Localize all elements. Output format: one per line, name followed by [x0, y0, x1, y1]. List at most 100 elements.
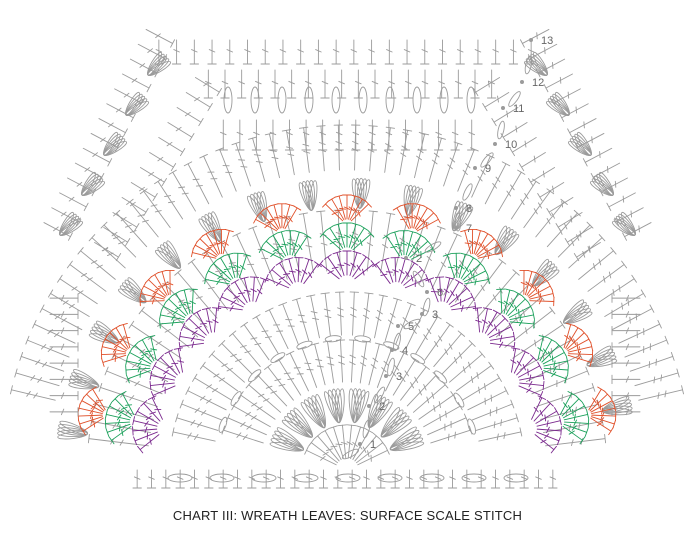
base-stitch-symbol [392, 356, 420, 396]
frame-stitch-symbol [287, 69, 297, 99]
frame-stitch-symbol [235, 119, 245, 151]
scale-stitch-symbol [561, 395, 583, 417]
scale-stitch-symbol [536, 431, 561, 446]
base-stitch-symbol [264, 132, 280, 179]
scale-stitch-symbol [104, 418, 130, 429]
chain-oval-symbol [377, 473, 403, 483]
scale-stitch-symbol [138, 337, 155, 362]
frame-stitch-symbol [145, 28, 176, 48]
base-stitch-symbol [225, 413, 267, 436]
chain-oval-symbol [373, 386, 386, 404]
scale-stitch-symbol [518, 361, 543, 378]
base-stitch-symbol [335, 339, 346, 383]
base-stitch-symbol [587, 260, 628, 292]
base-stitch-symbol [531, 366, 590, 395]
scale-stitch-symbol [568, 349, 594, 360]
base-stitch-symbol [298, 212, 314, 274]
frame-stitch-symbol [400, 119, 411, 151]
frame-stitch-symbol [237, 69, 247, 99]
chain-oval-symbol [422, 297, 431, 317]
base-stitch-symbol [297, 346, 318, 388]
scale-stitch-symbol [536, 426, 562, 436]
frame-stitch-symbol [611, 309, 641, 320]
puff-stitch-symbol [412, 86, 422, 114]
frame-stitch-symbol [74, 162, 105, 182]
base-stitch-symbol [443, 141, 463, 187]
chain-oval-symbol [167, 473, 193, 483]
scale-stitch-symbol [507, 295, 529, 317]
scale-stitch-symbol [239, 276, 251, 302]
scale-stitch-symbol [559, 391, 576, 416]
frame-stitch-symbol [387, 69, 397, 99]
base-stitch-symbol [93, 399, 154, 420]
scale-stitch-symbol [536, 416, 562, 428]
frame-stitch-symbol [337, 69, 347, 99]
scale-stitch-symbol [460, 255, 478, 279]
scale-stitch-symbol [472, 307, 482, 333]
row-number-label: 3 [432, 309, 438, 321]
scale-stitch-symbol [516, 354, 537, 376]
scale-stitch-symbol [487, 314, 509, 336]
frame-stitch-symbol [611, 390, 641, 401]
base-stitch-symbol [175, 413, 219, 431]
scale-stitch-symbol [398, 230, 409, 256]
scale-stitch-symbol [409, 237, 432, 258]
chain-oval-symbol [354, 335, 372, 343]
slip-stitch-dot [404, 256, 408, 260]
base-stitch-symbol [424, 321, 454, 361]
chain-oval-symbol [387, 357, 395, 377]
scale-stitch-symbol [526, 272, 544, 296]
scale-stitch-symbol [140, 400, 161, 422]
scale-stitch-symbol [349, 196, 367, 221]
base-stitch-symbol [604, 289, 647, 317]
scale-stitch-symbol [100, 349, 126, 360]
frame-stitch-symbol [225, 39, 235, 65]
scale-stitch-symbol [489, 322, 514, 338]
frame-stitch-symbol [611, 342, 641, 352]
scale-stitch-symbol [563, 323, 576, 349]
base-stitch-symbol [368, 342, 384, 386]
slip-stitch-dot [390, 348, 394, 352]
scale-stitch-symbol [477, 248, 504, 260]
scale-stitch-symbol [303, 261, 322, 285]
base-stitch-symbol [10, 385, 56, 401]
scale-stitch-symbol [489, 331, 516, 342]
base-stitch-symbol [218, 340, 253, 375]
scale-stitch-symbol [275, 260, 293, 284]
frame-stitch-symbol [121, 197, 149, 217]
row-number-label: 1 [370, 439, 376, 451]
scale-stitch-symbol [564, 418, 590, 429]
base-stitch-symbol [320, 428, 342, 460]
scale-stitch-symbol [533, 400, 554, 422]
scale-stitch-symbol [255, 277, 269, 303]
frame-stitch-symbol [462, 469, 472, 489]
scale-stitch-symbol [190, 248, 217, 259]
scale-stitch-symbol [529, 289, 555, 301]
base-stitch-symbol [504, 306, 556, 348]
frame-stitch-symbol [533, 469, 544, 489]
frame-stitch-symbol [611, 407, 641, 417]
scale-stitch-symbol [131, 341, 153, 363]
scale-stitch-symbol [180, 322, 205, 338]
puff-stitch-symbol [125, 100, 150, 117]
scale-stitch-symbol [161, 302, 186, 318]
scale-stitch-symbol [405, 230, 418, 256]
frame-stitch-symbol [467, 119, 477, 151]
base-stitch-symbol [405, 307, 429, 349]
scale-stitch-symbol [519, 269, 529, 295]
scale-stitch-symbol [534, 434, 557, 454]
frame-stitch-symbol [194, 77, 222, 97]
puff-stitch-symbol [103, 140, 128, 157]
frame-stitch-symbol [185, 92, 213, 112]
frame-stitch-symbol [333, 469, 343, 489]
chain-oval-symbol [218, 416, 228, 433]
frame-stitch-symbol [606, 192, 636, 212]
scale-stitch-symbol [390, 257, 400, 283]
scale-stitch-symbol [149, 380, 175, 391]
scale-stitch-symbol [332, 250, 345, 276]
scale-stitch-symbol [509, 310, 535, 321]
scale-stitch-symbol [269, 203, 281, 229]
base-stitch-symbol [484, 161, 511, 205]
frame-stitch-symbol [304, 469, 314, 489]
